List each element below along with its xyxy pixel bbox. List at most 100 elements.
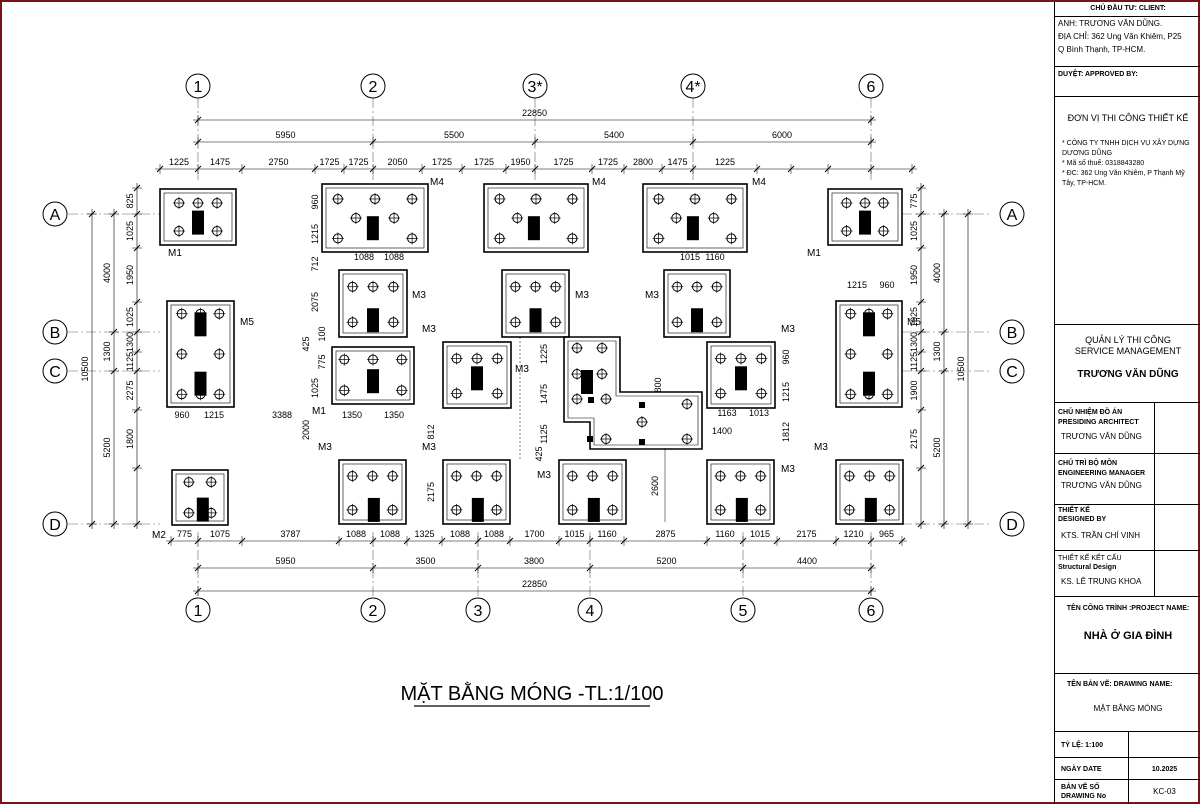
dim-text: 2000 [301, 420, 311, 440]
dim-text: 1088 [380, 529, 400, 539]
axis-label: 2 [369, 79, 378, 96]
footing-inner [163, 192, 233, 242]
footing-outline [642, 183, 748, 253]
dim-text: 1475 [210, 157, 230, 167]
client-line: Q Bình Thạnh, TP-HCM. [1058, 45, 1146, 54]
dim-text: 1475 [539, 384, 549, 404]
dim-text: 3388 [272, 410, 292, 420]
footing-label: M3 [781, 324, 795, 335]
axis-bubble [999, 358, 1025, 384]
footing-label: M3 [814, 442, 828, 453]
footing-inner [667, 273, 727, 334]
dim-text: 5200 [656, 556, 676, 566]
client-section: CHỦ ĐẦU TƯ: CLIENT: ANH: TRƯƠNG VĂN DŨNG… [1055, 2, 1200, 67]
axis-label: B [1007, 325, 1018, 342]
architect-section: CHỦ NHIỆM ĐỒ ÁN PRESIDING ARCHITECT TRƯƠ… [1055, 403, 1200, 454]
architect-name: TRƯƠNG VĂN DŨNG [1061, 432, 1142, 441]
footing-outline [338, 459, 407, 525]
column [194, 371, 207, 396]
axis-bubble [999, 201, 1025, 227]
dim-text: 1900 [909, 380, 919, 400]
footing-outline [442, 459, 511, 525]
designer-en: DESIGNED BY [1058, 516, 1107, 523]
contractor-section: ĐƠN VỊ THI CÔNG THIẾT KẾ * CÔNG TY TNHH … [1055, 97, 1200, 325]
axis-bubble [858, 597, 884, 623]
dim-text: 1812 [781, 422, 791, 442]
dim-text: 960 [310, 194, 320, 209]
axis-bubble [185, 73, 211, 99]
column [196, 497, 209, 522]
number-section: BẢN VẼ SỐ DRAWING No KC-03 [1055, 780, 1200, 804]
contractor-line: * Mã số thuế: 0318843280 [1062, 160, 1145, 167]
plan-title: MẶT BẰNG MÓNG -TL:1/100 [400, 681, 664, 707]
drawing-name-section: TÊN BẢN VẼ: DRAWING NAME: MẶT BẰNG MÓNG [1055, 674, 1200, 732]
footing-outline [706, 459, 775, 525]
dim-text: 5200 [932, 437, 942, 457]
dim-text: 1125 [909, 352, 919, 371]
axis-label: D [49, 517, 61, 534]
footing-label: M3 [412, 290, 426, 301]
footing-label: M3 [515, 364, 529, 375]
column [367, 497, 380, 522]
axis-label: A [50, 207, 61, 224]
dim-text: 2275 [125, 380, 135, 400]
dim-text: 1025 [125, 307, 135, 327]
dim-text: 960 [879, 280, 894, 290]
column [735, 497, 748, 522]
dim-text: 1025 [909, 221, 919, 241]
dim-text: 960 [781, 349, 791, 364]
dim-text: 712 [310, 256, 320, 271]
footing-label: M5 [240, 317, 254, 328]
manager-vn: CHỦ TRÌ BỘ MÔN [1058, 460, 1118, 467]
footing-label: M3 [422, 442, 436, 453]
dim-text: 1400 [712, 426, 732, 436]
dim-text: 5950 [275, 130, 295, 140]
dim-text: 1225 [169, 157, 189, 167]
axis-label: C [49, 364, 61, 381]
designer-name: KTS. TRẦN CHÍ VINH [1061, 531, 1140, 540]
project-header: TÊN CÔNG TRÌNH :PROJECT NAME: [1066, 605, 1190, 612]
contractor-line: Tây, TP-HCM. [1062, 180, 1107, 187]
column [639, 439, 645, 445]
drawing-header: TÊN BẢN VẼ: DRAWING NAME: [1067, 681, 1173, 688]
axis-bubble [522, 73, 548, 99]
footing-label: M2 [152, 530, 166, 541]
column [471, 366, 483, 391]
dim-text: 10500 [80, 356, 90, 381]
footing-outline [835, 300, 903, 408]
contractor-title: ĐƠN VỊ THI CÔNG THIẾT KẾ [1067, 113, 1189, 123]
drawing-name: MẶT BẰNG MÓNG [1093, 704, 1163, 713]
column [581, 370, 593, 394]
dim-text: 960 [174, 410, 189, 420]
dim-text: 1160 [705, 252, 724, 262]
axis-bubble [42, 319, 68, 345]
footing-outline [442, 341, 512, 409]
axis-label: 5 [739, 603, 748, 620]
dim-text: 1025 [310, 378, 320, 398]
column [686, 216, 699, 241]
dim-text: 4400 [797, 556, 817, 566]
footing-outline [171, 469, 229, 526]
dim-text: 2875 [655, 529, 675, 539]
project-name: NHÀ Ở GIA ĐÌNH [1083, 630, 1173, 642]
date-value: 10.2025 [1151, 766, 1178, 773]
dim-text: 965 [879, 529, 894, 539]
dim-text: 1125 [125, 352, 135, 371]
dim-text: 800 [653, 377, 663, 392]
footing-outline [331, 346, 415, 405]
contractor-line: * ĐC: 362 Ung Văn Khiêm, P Thạnh Mỹ [1062, 170, 1185, 177]
architect-vn: CHỦ NHIỆM ĐỒ ÁN [1058, 409, 1123, 416]
scale-label: TỶ LỆ: 1:100 [1061, 742, 1104, 749]
dim-text: 2075 [310, 292, 320, 312]
dim-text: 100 [317, 326, 327, 341]
service-section: QUẢN LÝ THI CÔNG SERVICE MANAGEMENT TRƯƠ… [1055, 325, 1200, 403]
dim-text: 1350 [342, 410, 362, 420]
dim-text: 3500 [415, 556, 435, 566]
dim-text: 1163 [717, 408, 736, 418]
footing-outline [483, 183, 589, 253]
structural-en: Structural Design [1058, 564, 1117, 571]
dim-text: 1025 [125, 221, 135, 241]
axis-bubble [730, 597, 756, 623]
